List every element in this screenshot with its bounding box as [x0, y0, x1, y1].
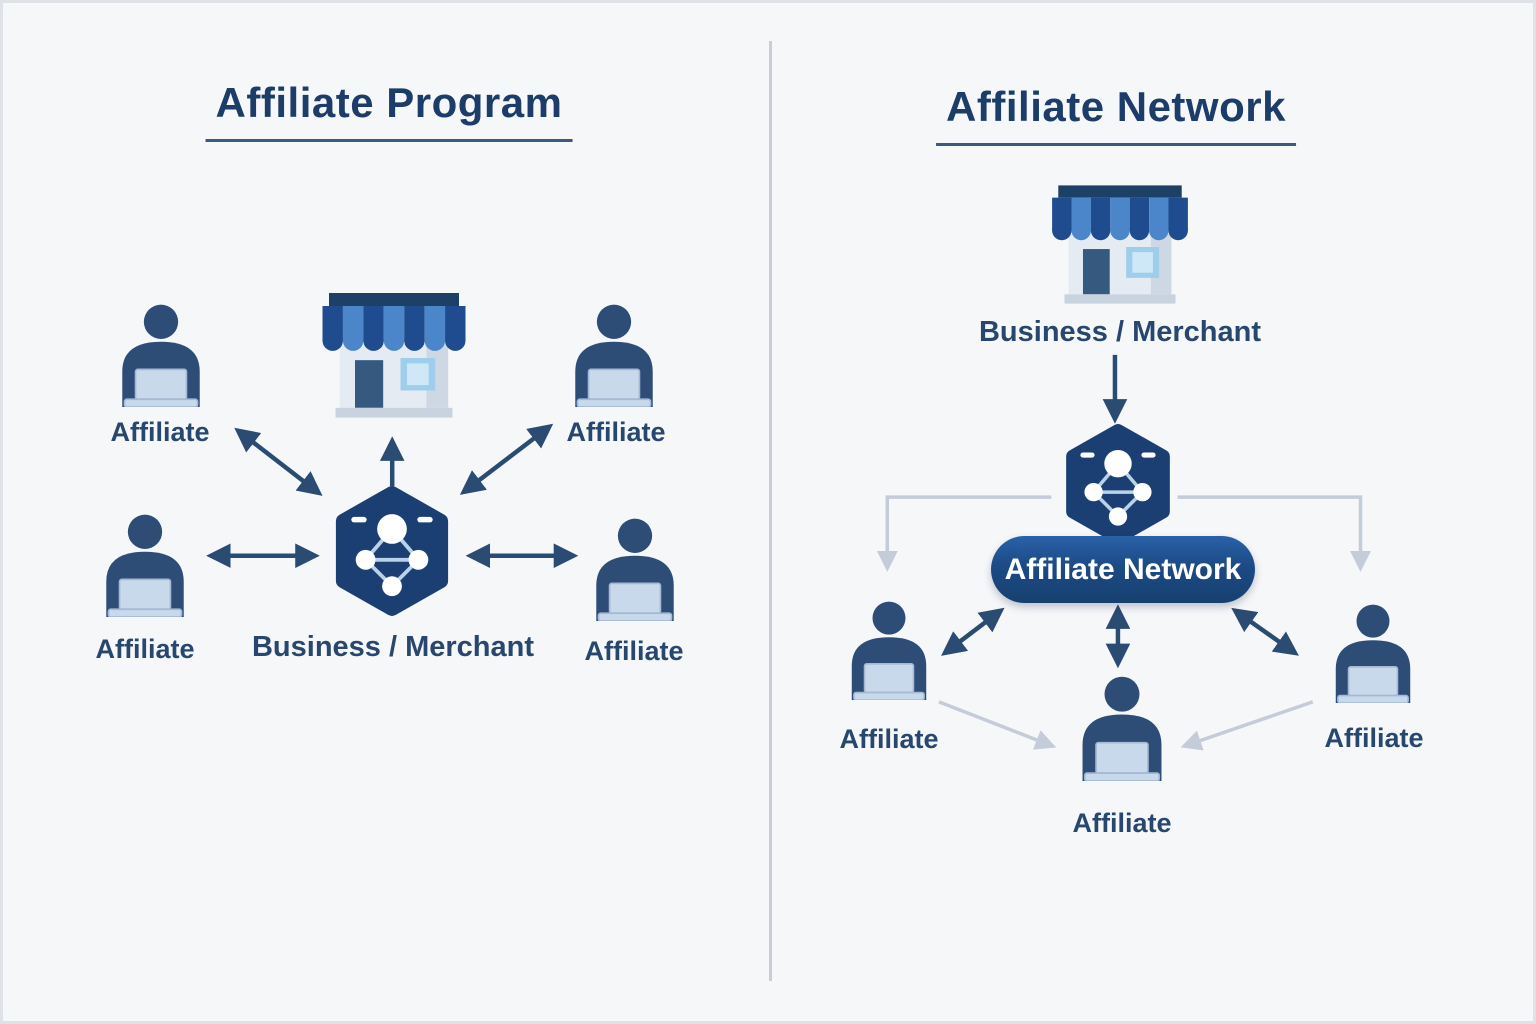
arrow-network-affiliate-right [1231, 607, 1299, 656]
affiliate-label: Affiliate [1072, 808, 1172, 838]
affiliate-program-title: Affiliate Program [205, 79, 573, 142]
network-hub-icon [323, 485, 461, 617]
connector-right-to-center-affiliate [1180, 700, 1314, 751]
arrow-network-affiliate-left [941, 607, 1005, 656]
arrow-affiliate1-hub [234, 427, 323, 496]
affiliate-network-title: Affiliate Network [936, 83, 1296, 146]
panel-divider [769, 41, 772, 981]
person-at-laptop-icon [556, 303, 672, 407]
affiliate-label: Affiliate [566, 417, 666, 447]
person-at-laptop-icon [1063, 675, 1181, 781]
person-at-laptop-icon [833, 600, 945, 700]
person-at-laptop-icon [577, 517, 693, 621]
affiliate-label: Affiliate [584, 636, 684, 666]
affiliate-network-badge: Affiliate Network [991, 536, 1255, 603]
merchant-label: Business / Merchant [978, 316, 1262, 348]
connector-arrows-layer [206, 354, 1371, 751]
arrow-affiliate2-hub [459, 423, 554, 495]
network-hub-icon [1052, 423, 1184, 545]
storefront-icon [318, 293, 470, 423]
person-at-laptop-icon [87, 513, 203, 617]
connector-left-to-center-affiliate [938, 700, 1057, 750]
affiliate-label: Affiliate [839, 724, 939, 754]
person-at-laptop-icon [103, 303, 219, 407]
affiliate-label: Affiliate [1324, 723, 1424, 753]
merchant-label: Business / Merchant [251, 631, 535, 663]
affiliate-label: Affiliate [110, 417, 210, 447]
affiliate-label: Affiliate [95, 634, 195, 664]
storefront-icon [1048, 185, 1192, 309]
person-at-laptop-icon [1317, 603, 1429, 703]
